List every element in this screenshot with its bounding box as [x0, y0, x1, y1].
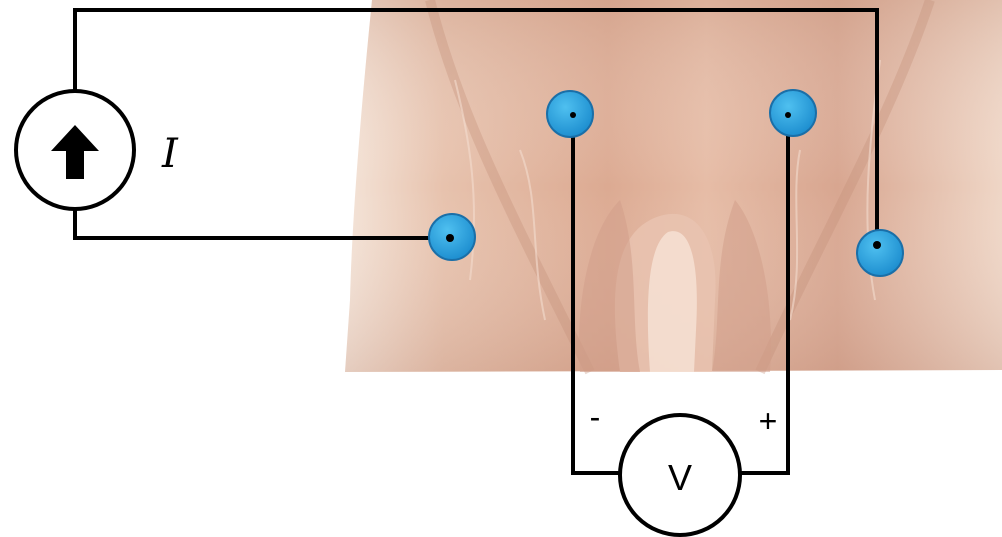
electrode-left-inner	[547, 91, 593, 137]
electrode-right-outer	[857, 230, 903, 276]
electrode-contact-right-outer	[873, 241, 881, 249]
electrode-contact-right-inner	[785, 112, 791, 118]
current-label: I	[161, 131, 179, 177]
central-highlight	[648, 231, 697, 372]
electrode-contact-left-inner	[570, 112, 576, 118]
electrode-right-inner	[770, 90, 816, 136]
negative-terminal-label: -	[590, 399, 601, 435]
electrode-contact-left-outer	[446, 234, 454, 242]
anatomy-background	[345, 0, 1002, 372]
positive-terminal-label: +	[759, 403, 778, 439]
voltmeter-label: V	[668, 457, 692, 498]
